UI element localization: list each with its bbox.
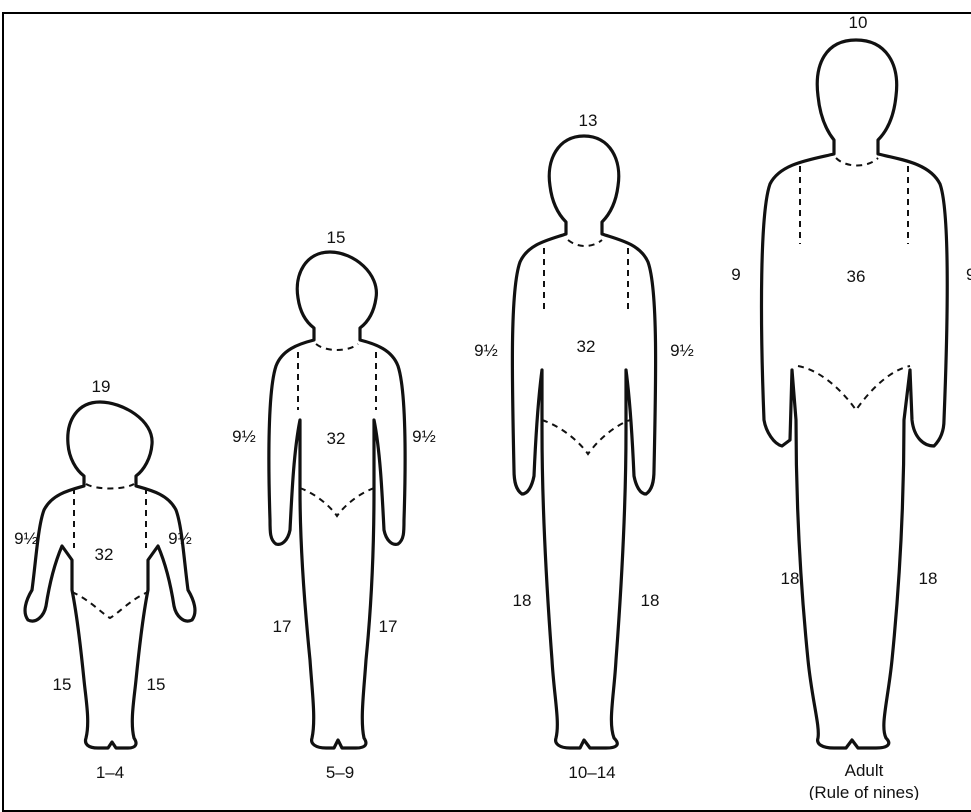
figure-4-head-value: 10 [849,13,868,32]
figure-2-head-value: 15 [327,228,346,247]
figure-2-leg-right-value: 17 [379,617,398,636]
figure-3-leg-right-value: 18 [641,591,660,610]
figure-2-trunk-value: 32 [327,429,346,448]
figure-4-outline [762,40,948,748]
figure-2-leg-left-value: 17 [273,617,292,636]
figure-adult: 10 36 9 9 18 18 Adult (Rule of nines) [731,13,971,800]
figure-1-head-value: 19 [92,377,111,396]
figure-4-caption-sub: (Rule of nines) [809,783,920,800]
figure-4-leg-right-value: 18 [919,569,938,588]
figure-4-caption: Adult [845,761,884,780]
figure-1-trunk-value: 32 [95,545,114,564]
figure-2-arm-left-value: 9½ [232,427,256,446]
figure-2-outline [269,252,405,748]
figure-2-arm-right-value: 9½ [412,427,436,446]
figure-4-arm-right-value: 9 [966,265,971,284]
figure-3-caption: 10–14 [568,763,615,782]
figure-3-trunk-value: 32 [577,337,596,356]
figure-4-leg-left-value: 18 [781,569,800,588]
figure-4-trunk-value: 36 [847,267,866,286]
figure-3-leg-left-value: 18 [513,591,532,610]
figure-3-arm-left-value: 9½ [474,341,498,360]
figure-4-arm-left-value: 9 [731,265,740,284]
figure-10-14: 13 32 9½ 9½ 18 18 10–14 [474,111,694,782]
figure-1-caption: 1–4 [96,763,124,782]
figure-1-arm-right-value: 9½ [168,529,192,548]
figure-1-leg-left-value: 15 [53,675,72,694]
figure-3-arm-right-value: 9½ [670,341,694,360]
figure-1-outline [25,402,195,748]
figure-3-outline [512,136,655,748]
figure-1-leg-right-value: 15 [147,675,166,694]
figure-2-caption: 5–9 [326,763,354,782]
figure-3-head-value: 13 [579,111,598,130]
figure-1-4: 19 32 9½ 9½ 15 15 1–4 [14,377,195,782]
figure-5-9: 15 32 9½ 9½ 17 17 5–9 [232,228,436,782]
figure-1-arm-left-value: 9½ [14,529,38,548]
